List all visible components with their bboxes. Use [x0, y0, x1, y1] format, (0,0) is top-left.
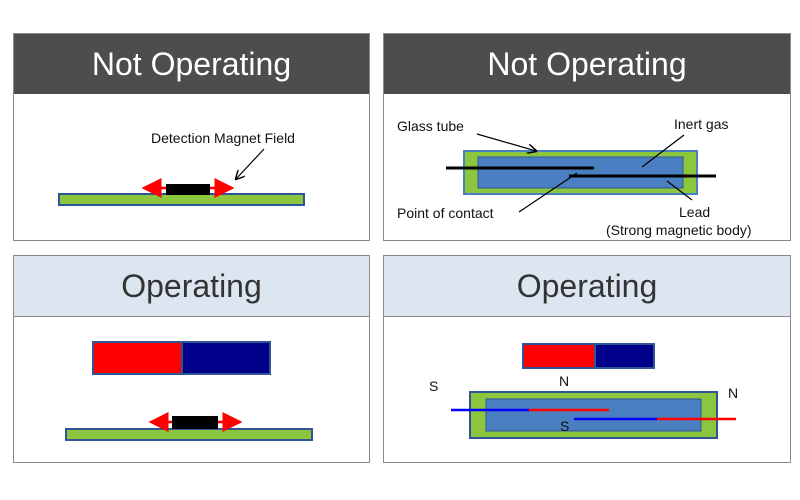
- contact-pointer: [518, 172, 578, 213]
- inert-gas-region: [485, 398, 702, 432]
- lead-label: Lead: [679, 204, 710, 220]
- glass-tube-pointer: [476, 133, 536, 151]
- magnet-north: [522, 343, 596, 369]
- panel-title: Not Operating: [384, 34, 790, 94]
- glass-tube-label: Glass tube: [397, 118, 464, 134]
- point-of-contact-label: Point of contact: [397, 205, 494, 221]
- reed-switch-body: [65, 428, 313, 441]
- pole-n-top: N: [559, 373, 569, 389]
- panel-operating-left: Operating: [13, 255, 370, 463]
- inert-gas-region: [477, 156, 684, 189]
- diagram-not-operating-left: Detection Magnet Field: [58, 130, 305, 206]
- magnet-south: [594, 343, 655, 369]
- lead-note-label: (Strong magnetic body): [606, 222, 752, 238]
- detection-magnet-field-label: Detection Magnet Field: [151, 130, 295, 146]
- lead-pointer: [666, 180, 693, 201]
- pole-s-center: S: [560, 418, 569, 434]
- pole-n-right: N: [728, 385, 738, 401]
- panel-title: Operating: [14, 256, 369, 317]
- label-pointer: [236, 148, 265, 179]
- contact-block: [172, 416, 218, 429]
- panel-title: Operating: [384, 256, 790, 317]
- pole-s-left: S: [429, 378, 438, 394]
- panel-not-operating-left: Not Operating Detection Magnet Field: [13, 33, 370, 241]
- inert-gas-pointer: [641, 134, 685, 168]
- magnet-south: [181, 341, 271, 375]
- panel-not-operating-right: Not Operating Glass tube Inert gas Point…: [383, 33, 791, 241]
- inert-gas-label: Inert gas: [674, 116, 728, 132]
- diagram-operating-right: S N N S: [429, 343, 738, 439]
- diagram-reed-switch-structure: Glass tube Inert gas Point of contact Le…: [397, 116, 752, 238]
- panel-operating-right: Operating S N N S: [383, 255, 791, 463]
- reed-switch-body: [58, 193, 305, 206]
- diagram-operating-left: [65, 341, 313, 441]
- contact-block: [166, 184, 210, 195]
- panel-title: Not Operating: [14, 34, 369, 94]
- magnet-north: [92, 341, 183, 375]
